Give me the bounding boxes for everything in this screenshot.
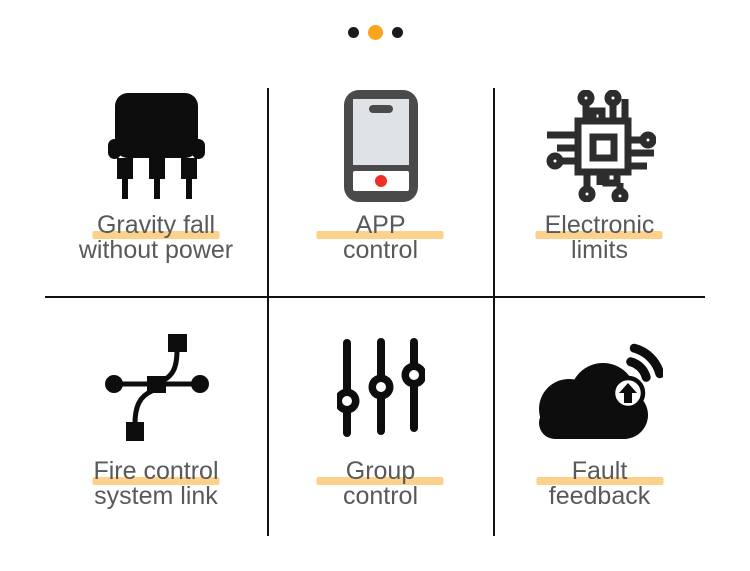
feature-cell-gravity-fall: Gravity fall without power [45,75,267,297]
feature-label: Fire control system link [92,457,220,510]
carousel-dot[interactable] [347,27,359,38]
feature-line1: APP [355,211,406,239]
feature-line1: Gravity fall [96,211,216,239]
feature-line1: Fault [571,457,628,485]
highlight-bar [92,231,220,239]
feature-cell-app-control: APP control [267,75,494,297]
feature-line2: limits [571,236,628,264]
sliders-icon [336,325,425,450]
carousel-pagination [0,25,750,40]
feature-line2: control [342,236,419,264]
feature-cell-electronic-limits: Electronic limits [494,75,705,297]
highlight-bar [316,477,444,485]
cloud-upload-wifi-icon [537,325,663,450]
highlight-bar [536,477,663,485]
circuit-chip-icon [544,85,656,207]
feature-line2: without power [78,236,234,264]
feature-label: Fault feedback [536,457,663,510]
feature-line1: Electronic [544,211,655,239]
feature-label: APP control [316,211,444,264]
feature-line1: Fire control [93,457,219,485]
column-divider [493,88,495,536]
highlight-bar [316,231,444,239]
feature-line2: system link [94,482,218,510]
feature-label: Group control [316,457,444,510]
highlight-bar [92,477,220,485]
feature-label: Electronic limits [535,211,663,264]
feature-line2: feedback [548,482,651,510]
feature-cell-fire-control-link: Fire control system link [45,297,267,537]
transistor-motor-icon [107,85,205,207]
column-divider [267,88,269,536]
smartphone-icon [343,85,418,207]
carousel-dot-active[interactable] [367,25,383,40]
feature-line2: control [342,482,419,510]
highlight-bar [535,231,663,239]
carousel-dot[interactable] [391,27,403,38]
node-link-icon [101,325,211,450]
feature-grid: Gravity fall without power APP control [45,75,705,537]
row-divider [45,296,705,298]
feature-cell-group-control: Group control [267,297,494,537]
feature-label: Gravity fall without power [79,213,233,263]
feature-line1: Group [345,457,416,485]
feature-cell-fault-feedback: Fault feedback [494,297,705,537]
